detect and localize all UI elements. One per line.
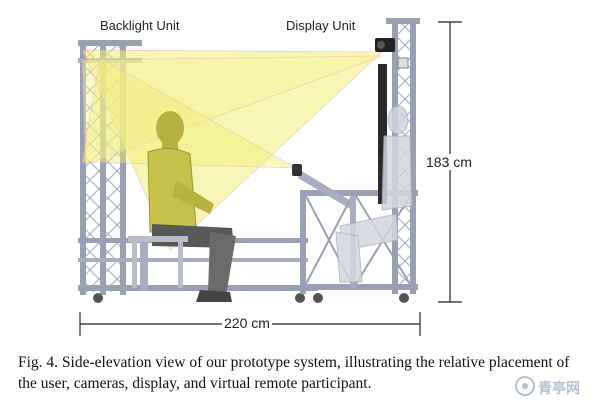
remote-participant-figure [335,105,413,283]
side-camera-icon [292,164,302,176]
display-unit-label: Display Unit [286,18,356,33]
top-camera-icon [375,38,395,52]
watermark: 青亭网 [512,372,596,400]
backlight-unit-label: Backlight Unit [100,18,180,33]
height-dimension-label: 183 cm [424,154,474,170]
user-chair [128,236,188,288]
system-diagram [78,18,462,336]
figure-caption: Fig. 4. Side-elevation view of our proto… [18,354,570,392]
watermark-text: 青亭网 [538,380,580,396]
width-dimension-label: 220 cm [222,315,272,331]
figure-area: Backlight Unit Display Unit 220 cm 183 c… [78,18,474,336]
display-panel [378,64,387,204]
small-box-icon [397,57,409,69]
light-cones [81,49,384,251]
watermark-logo-icon [515,376,535,396]
